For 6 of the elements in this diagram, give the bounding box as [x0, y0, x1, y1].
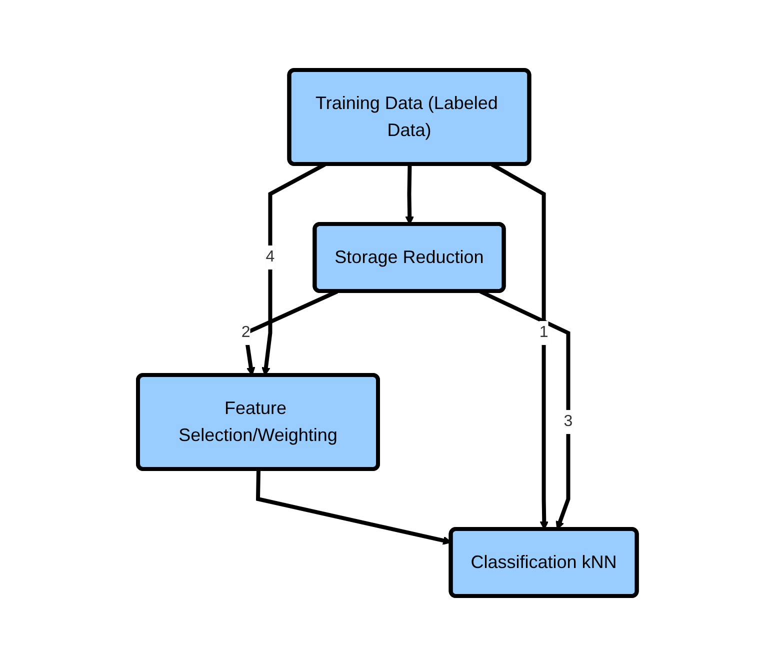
- edge-label: 2: [241, 324, 250, 341]
- edge-label: 4: [266, 248, 275, 266]
- edge-label: 1: [539, 324, 548, 341]
- arrow: [256, 469, 452, 545]
- arrow: [405, 164, 414, 225]
- edge-label: 3: [564, 413, 573, 430]
